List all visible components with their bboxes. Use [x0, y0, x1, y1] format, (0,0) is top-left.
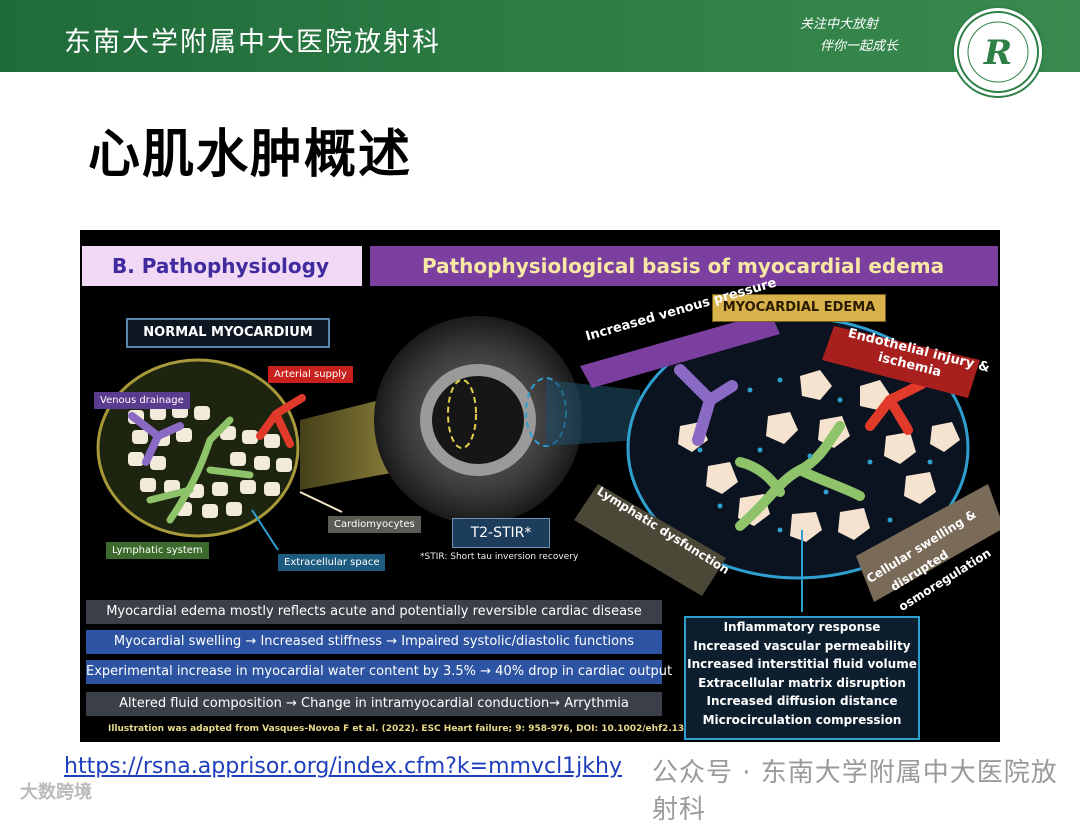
- edema-arterial-vessels: [865, 379, 927, 435]
- venous-pressure-banner: [580, 312, 780, 388]
- source-link[interactable]: https://rsna.apprisor.org/index.cfm?k=mm…: [64, 754, 622, 779]
- edema-lymphatic-vessels: [735, 421, 865, 531]
- summary-bar-2: Myocardial swelling → Increased stiffnes…: [86, 630, 662, 654]
- slogan-line-2: 伴你一起成长: [820, 39, 899, 54]
- effect-item: Inflammatory response: [723, 620, 881, 634]
- hospital-logo-icon: R: [952, 6, 1044, 98]
- figure-header-right: Pathophysiological basis of myocardial e…: [370, 246, 998, 286]
- edema-venous-vessels: [674, 364, 738, 446]
- brand-watermark: 大数跨境: [20, 782, 92, 803]
- logo-seal-icon: R: [957, 11, 1039, 93]
- endothelial-banner: [822, 326, 980, 398]
- fluid-dots: [697, 377, 933, 533]
- edema-region-yellow: [447, 379, 477, 449]
- summary-bar-3: Experimental increase in myocardial wate…: [86, 660, 672, 684]
- extracellular-arrow: [251, 509, 279, 551]
- effect-item: Increased diffusion distance: [706, 694, 898, 708]
- slogan-line-1: 关注中大放射: [800, 17, 879, 32]
- lymphatic-vessels: [146, 416, 254, 524]
- lymphatic-banner: [574, 484, 726, 596]
- t2-stir-label: T2-STIR*: [452, 518, 550, 548]
- logo-letter: R: [983, 33, 1012, 73]
- effect-item: Increased interstitial fluid volume: [687, 657, 917, 671]
- effect-item: Microcirculation compression: [702, 712, 902, 727]
- header-title: 东南大学附属中大医院放射科: [64, 27, 441, 58]
- figure-header-left-text: B. Pathophysiology: [112, 254, 330, 278]
- cellular-banner: [856, 484, 1000, 602]
- normal-myocardium-label: NORMAL MYOCARDIUM: [126, 318, 330, 348]
- lymphatic-system-tag: Lymphatic system: [106, 542, 209, 559]
- arterial-supply-tag: Arterial supply: [268, 366, 353, 383]
- pathophysiology-figure: B. Pathophysiology Pathophysiological ba…: [80, 230, 1000, 742]
- venous-vessels: [128, 412, 184, 466]
- effect-item: Increased vascular permeability: [693, 638, 911, 653]
- header-bar: 东南大学附属中大医院放射科 关注中大放射 伴你一起成长: [0, 0, 1080, 72]
- venous-drainage-tag: Venous drainage: [94, 392, 190, 409]
- summary-bar-4: Altered fluid composition → Change in in…: [86, 692, 662, 716]
- myocardial-edema-label: MYOCARDIAL EDEMA: [712, 294, 886, 322]
- stir-footnote: *STIR: Short tau inversion recovery: [420, 552, 579, 562]
- summary-bar-1: Myocardial edema mostly reflects acute a…: [86, 600, 662, 624]
- edema-effects-box: Inflammatory response Increased vascular…: [684, 616, 920, 740]
- figure-header-left: B. Pathophysiology: [82, 246, 362, 286]
- cardiomyocyte-arrow: [299, 491, 343, 513]
- header-slogan: 关注中大放射 伴你一起成长: [800, 14, 898, 58]
- figure-credit: Illustration was adapted from Vasques-No…: [108, 724, 703, 734]
- wechat-watermark: 公众号 · 东南大学附属中大医院放射科: [652, 758, 1058, 825]
- figure-header-right-text: Pathophysiological basis of myocardial e…: [422, 254, 945, 278]
- cardiomyocytes-tag: Cardiomyocytes: [328, 516, 421, 533]
- extracellular-space-tag: Extracellular space: [278, 554, 386, 571]
- arterial-vessels: [256, 394, 306, 448]
- page-title: 心肌水肿概述: [88, 125, 413, 185]
- effect-item: Extracellular matrix disruption: [698, 675, 906, 690]
